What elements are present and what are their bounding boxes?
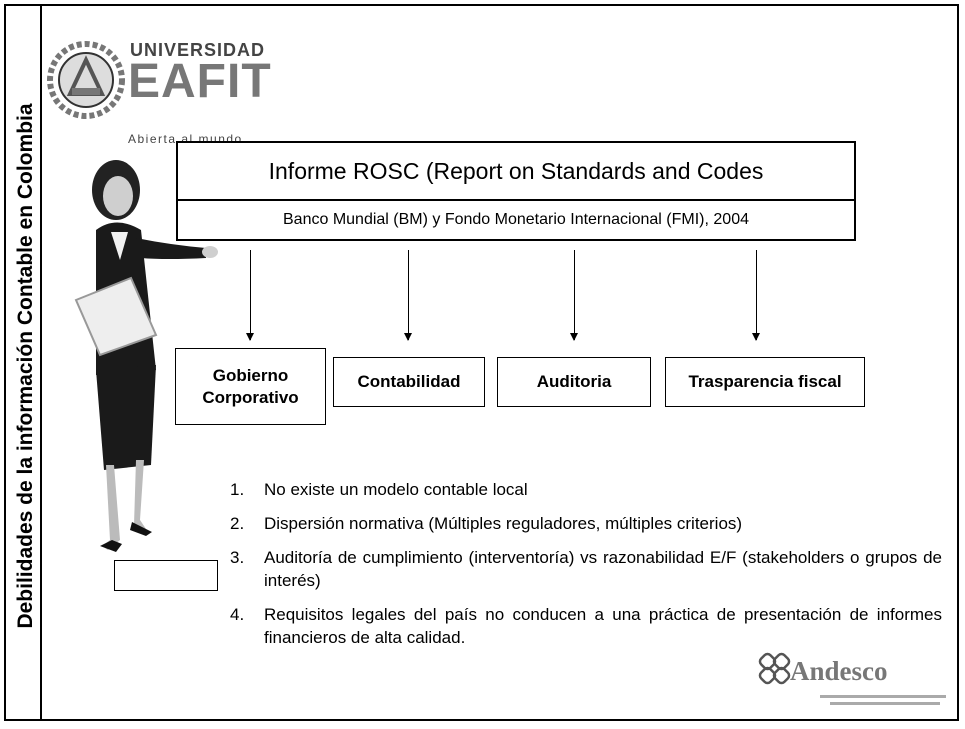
eafit-logo: UNIVERSIDAD EAFIT Abierta al mundo [44,28,304,146]
sidebar-title: Debilidades de la información Contable e… [14,103,37,629]
arrow-to-auditoria [570,250,578,341]
rosc-report-title: Informe ROSC (Report on Standards and Co… [176,141,856,201]
category-gobierno-line1: Gobierno [212,366,289,386]
list-item: 2. Dispersión normativa (Múltiples regul… [230,512,942,535]
arrow-to-trasparencia [752,250,760,341]
weakness-list: 1. No existe un modelo contable local 2.… [230,478,942,660]
list-item-number: 1. [230,480,245,499]
list-item-text: Requisitos legales del país no conducen … [264,605,942,647]
andesco-name: Andesco [790,656,888,686]
arrow-to-contabilidad [404,250,412,341]
list-item: 4. Requisitos legales del país no conduc… [230,603,942,649]
arrow-to-gobierno [246,250,254,341]
list-item-number: 4. [230,605,245,624]
list-item-text: Dispersión normativa (Múltiples regulado… [264,514,743,533]
rosc-report-subtitle: Banco Mundial (BM) y Fondo Monetario Int… [176,199,856,241]
list-item-number: 2. [230,514,245,533]
andesco-fineprint [820,695,946,705]
sidebar: Debilidades de la información Contable e… [4,4,42,721]
slide-frame [4,4,959,721]
category-gobierno-line2: Corporativo [202,387,299,407]
list-item-text: Auditoría de cumplimiento (interventoría… [264,548,942,590]
list-item: 1. No existe un modelo contable local [230,478,942,501]
logo-name: EAFIT [128,55,272,108]
category-auditoria: Auditoria [497,357,651,407]
logo-university: UNIVERSIDAD [130,40,266,60]
eafit-seal-icon [47,41,125,119]
andesco-logo-icon [758,652,791,685]
andesco-logo: Andesco [758,652,958,712]
list-item-text: No existe un modelo contable local [264,480,528,499]
list-item: 3. Auditoría de cumplimiento (intervento… [230,546,942,592]
category-gobierno-corporativo: Gobierno Corporativo [175,348,326,425]
businesswoman-illustration [74,160,218,552]
empty-placeholder-box [114,560,218,591]
list-item-number: 3. [230,548,245,567]
category-contabilidad: Contabilidad [333,357,485,407]
category-trasparencia-fiscal: Trasparencia fiscal [665,357,865,407]
